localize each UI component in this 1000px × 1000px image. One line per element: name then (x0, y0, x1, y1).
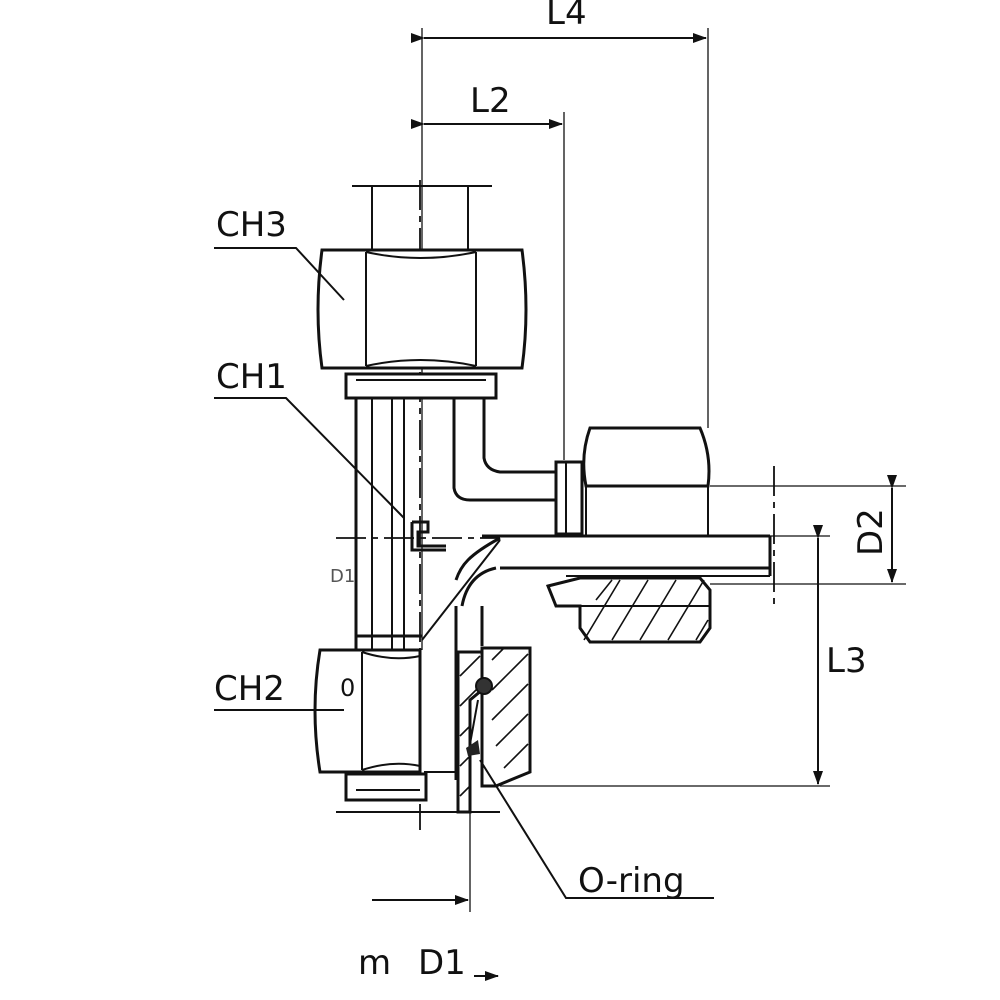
ch1-symbol (410, 520, 446, 552)
label-zero: 0 (340, 674, 355, 702)
label-l3: L3 (826, 641, 867, 681)
label-ch3: CH3 (216, 205, 287, 245)
port-hatching (491, 647, 529, 769)
branch-nut-hatching (583, 579, 709, 641)
top-tube-stub (352, 185, 492, 250)
o-ring-upper (475, 677, 493, 695)
bottom-hex-nut-ch2 (313, 648, 500, 813)
label-l4: L4 (546, 0, 587, 33)
label-d2: D2 (851, 508, 891, 556)
inner-hatching (459, 655, 481, 797)
branch-hex-nut (545, 426, 712, 644)
label-ch2: CH2 (214, 669, 285, 709)
top-hex-nut-ch3 (316, 248, 528, 400)
dimension-l3 (500, 525, 830, 787)
label-o-ring: O-ring (578, 861, 685, 901)
label-l2: L2 (470, 81, 511, 121)
label-ch1: CH1 (216, 357, 287, 397)
dimension-d2 (710, 466, 906, 604)
tee-body (354, 398, 556, 780)
o-ring-lower (466, 740, 480, 756)
leader-lines (214, 247, 714, 899)
dimension-m-d1 (372, 812, 499, 981)
label-d1-side: D1 (330, 566, 355, 587)
label-m: m (358, 943, 391, 983)
dimension-l2 (411, 112, 565, 460)
label-d1-bottom: D1 (418, 943, 466, 983)
sectioned-port (456, 646, 532, 814)
